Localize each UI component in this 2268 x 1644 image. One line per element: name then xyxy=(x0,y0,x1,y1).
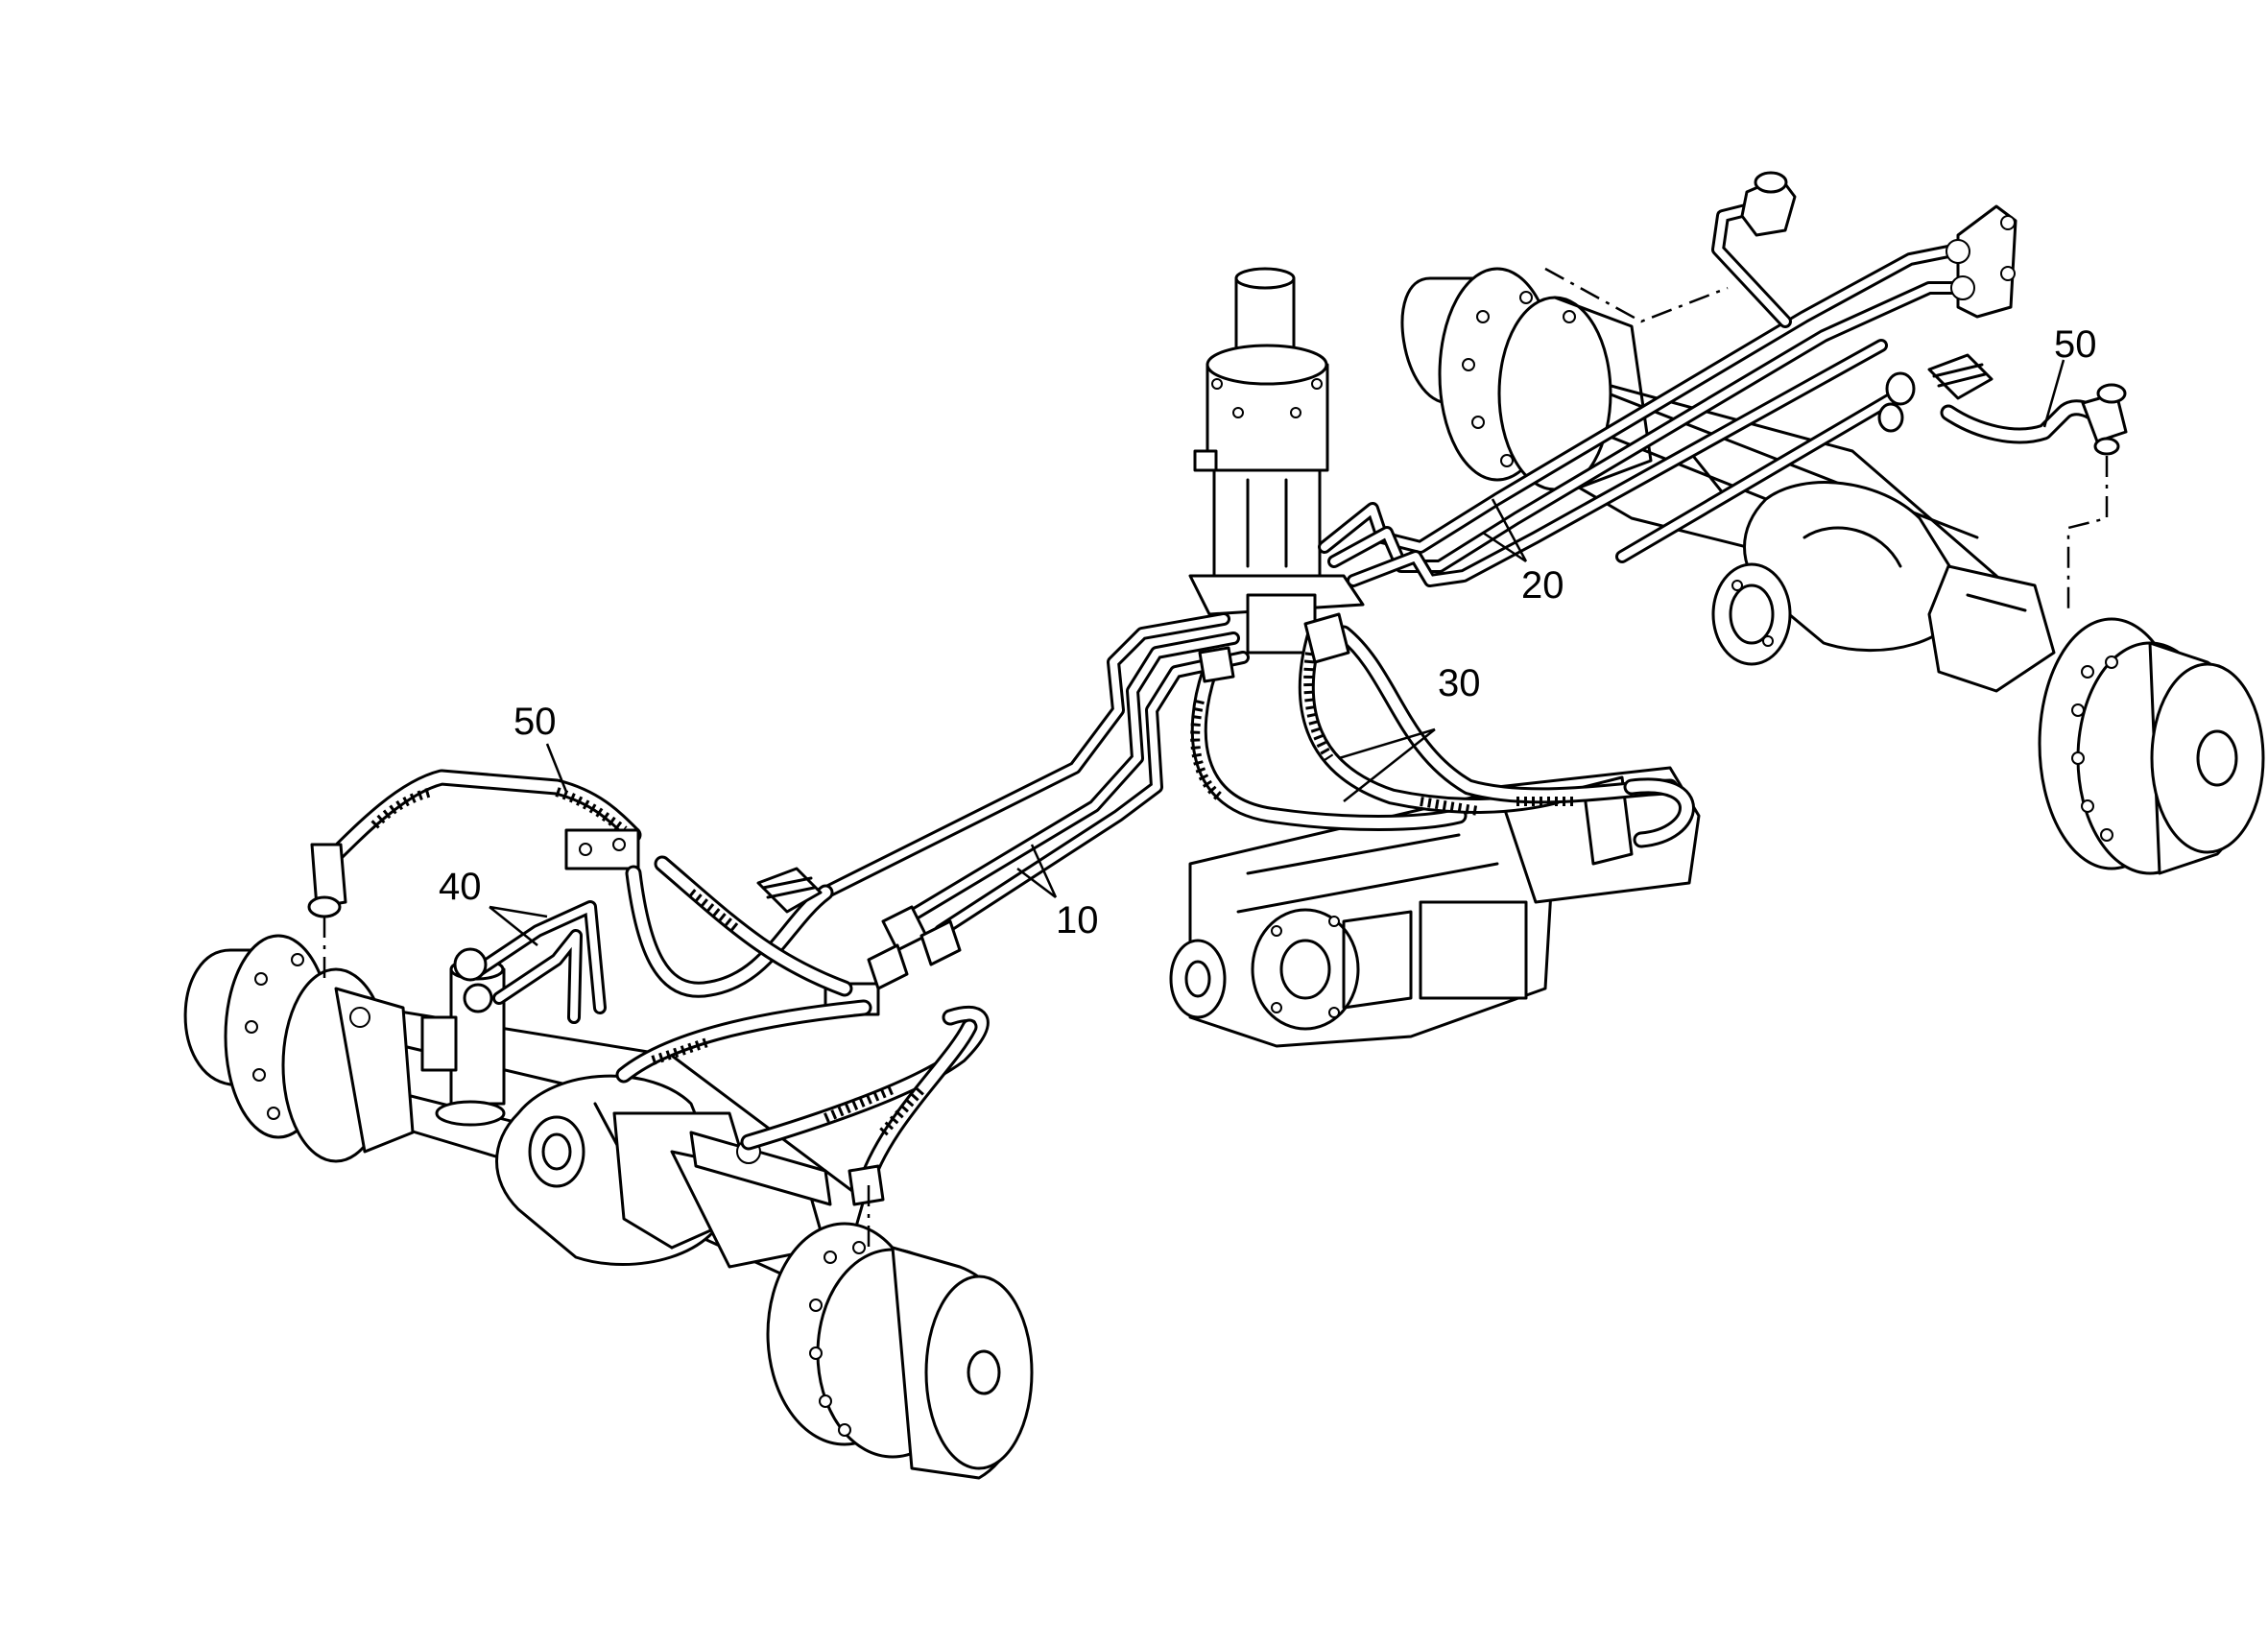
front-left-hub xyxy=(183,934,415,1163)
connection-lines xyxy=(322,267,2109,1248)
front-axle-pipes xyxy=(453,900,607,1024)
callout-30: 30 xyxy=(1438,662,1481,704)
rear-axle xyxy=(1400,267,2265,875)
steering-pipes-rear xyxy=(1318,171,2017,587)
callout-20: 20 xyxy=(1521,564,1564,607)
front-axle xyxy=(183,934,1034,1480)
callout-50-front: 50 xyxy=(513,701,557,743)
rear-right-hub xyxy=(2038,617,2265,875)
callout-10: 10 xyxy=(1056,899,1099,941)
callouts: 10 20 30 40 50 50 xyxy=(439,323,2097,946)
callout-50-rear: 50 xyxy=(2054,323,2097,366)
hose-front xyxy=(307,769,990,1206)
front-right-hub xyxy=(766,1222,1034,1480)
transmission-hoses xyxy=(1190,612,1695,848)
hose-rear xyxy=(1940,383,2128,456)
callout-40: 40 xyxy=(439,866,482,908)
steering-valve xyxy=(1188,267,1365,655)
